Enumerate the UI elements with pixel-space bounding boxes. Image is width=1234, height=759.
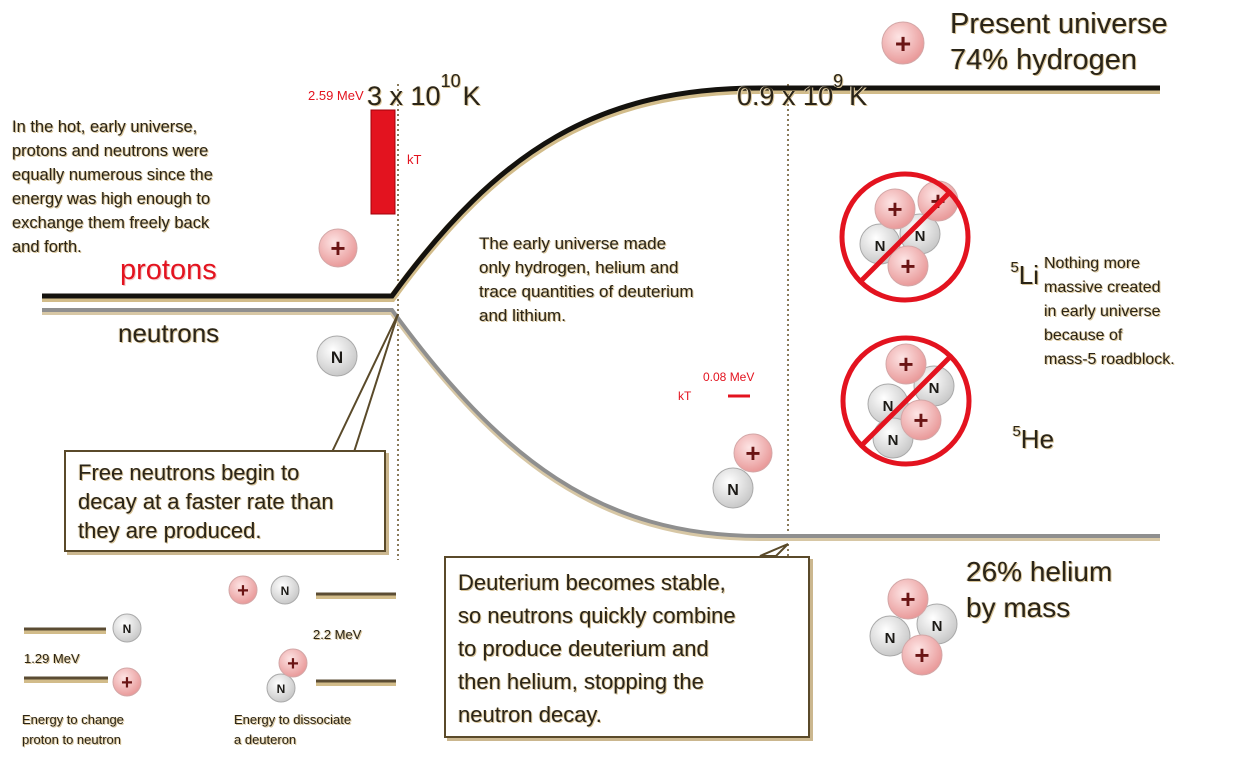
legend-deuteron: + N N + <box>228 575 396 703</box>
svg-text:N: N <box>932 618 943 635</box>
svg-text:N: N <box>281 584 290 598</box>
li5-label: 5Li <box>996 228 1039 291</box>
svg-text:+: + <box>330 233 345 263</box>
svg-text:+: + <box>237 580 249 602</box>
middle-text: The early universe made only hydrogen, h… <box>479 234 694 325</box>
present-universe-line1: Present universe <box>950 8 1168 40</box>
proton-particle: + <box>318 228 358 268</box>
legend-caption1: Energy to change proton to neutron <box>22 712 124 747</box>
svg-text:N: N <box>929 380 940 397</box>
neutrons-label: neutrons <box>118 318 220 348</box>
protons-label: protons <box>120 254 217 286</box>
temp-3e10K-exp: 10 <box>440 71 461 91</box>
he5-symbol: He <box>1020 424 1055 454</box>
temp-0.9e9K-base: 0.9 x 10 <box>737 81 834 111</box>
svg-text:+: + <box>887 194 902 224</box>
svg-text:N: N <box>888 432 899 449</box>
svg-text:+: + <box>913 405 928 435</box>
deut-box-pointer <box>759 543 789 557</box>
svg-text:+: + <box>900 584 915 614</box>
svg-text:N: N <box>883 398 894 415</box>
svg-text:N: N <box>875 238 886 255</box>
he5-forbidden-icon <box>840 335 972 467</box>
svg-text:N: N <box>915 228 926 245</box>
svg-text:+: + <box>900 251 915 281</box>
legend-caption2: Energy to dissociate a deuteron <box>234 712 352 747</box>
li5-mass-number: 5 <box>1010 259 1019 276</box>
neutron-particle: N <box>316 335 358 377</box>
energy-bar-kt: kT <box>407 152 422 167</box>
helium4-nucleus: N N + + <box>869 578 958 676</box>
deuterium-text: Deuterium becomes stable, so neutrons qu… <box>458 570 736 727</box>
temp-3e10K: 3 x 1010K <box>352 40 481 112</box>
svg-text:+: + <box>914 640 929 670</box>
svg-text:+: + <box>745 438 760 468</box>
proton-line-core <box>42 85 1160 299</box>
svg-text:+: + <box>121 672 133 694</box>
helium-line1: 26% helium <box>966 556 1113 587</box>
svg-text:N: N <box>123 622 132 636</box>
svg-text:N: N <box>331 348 343 367</box>
svg-text:N: N <box>885 630 896 647</box>
deuteron-particle: N + <box>712 433 773 509</box>
legend-mev1: 1.29 MeV <box>24 651 80 666</box>
energy-small-kt: kT <box>678 389 692 403</box>
svg-text:+: + <box>287 653 299 675</box>
he5-mass-number: 5 <box>1012 423 1021 440</box>
proton-particle-present: + <box>881 21 925 65</box>
svg-text:+: + <box>898 349 913 379</box>
svg-text:+: + <box>895 28 911 59</box>
free-box-pointer <box>330 313 399 453</box>
deuterium-callout <box>444 556 810 738</box>
free-neutron-text: Free neutrons begin to decay at a faster… <box>78 460 334 543</box>
neutron-line-core <box>42 308 1160 538</box>
energy-small-label: 0.08 MeV <box>703 370 755 384</box>
li5-symbol: Li <box>1018 260 1040 290</box>
nothing-more-text: Nothing more massive created in early un… <box>1044 255 1175 368</box>
legend-mev2: 2.2 MeV <box>313 627 362 642</box>
li5-forbidden-icon <box>839 171 971 303</box>
intro-text: In the hot, early universe, protons and … <box>12 118 213 256</box>
he5-nucleus: N N N + + <box>867 343 955 459</box>
energy-bar-label: 2.59 MeV <box>308 88 364 103</box>
temp-0.9e9K-unit: K <box>849 81 868 111</box>
temp-3e10K-unit: K <box>462 81 481 111</box>
present-universe-line2: 74% hydrogen <box>950 44 1138 76</box>
he5-label: 5He <box>998 392 1054 455</box>
energy-bar <box>370 109 396 215</box>
temp-3e10K-base: 3 x 10 <box>367 81 441 111</box>
svg-text:N: N <box>727 482 739 499</box>
svg-text:N: N <box>277 682 286 696</box>
legend-proton-neutron: N + <box>24 613 142 697</box>
helium-line2: by mass <box>966 592 1071 623</box>
free-neutron-callout <box>64 450 386 552</box>
temp-0.9e9K-exp: 9 <box>833 71 844 91</box>
